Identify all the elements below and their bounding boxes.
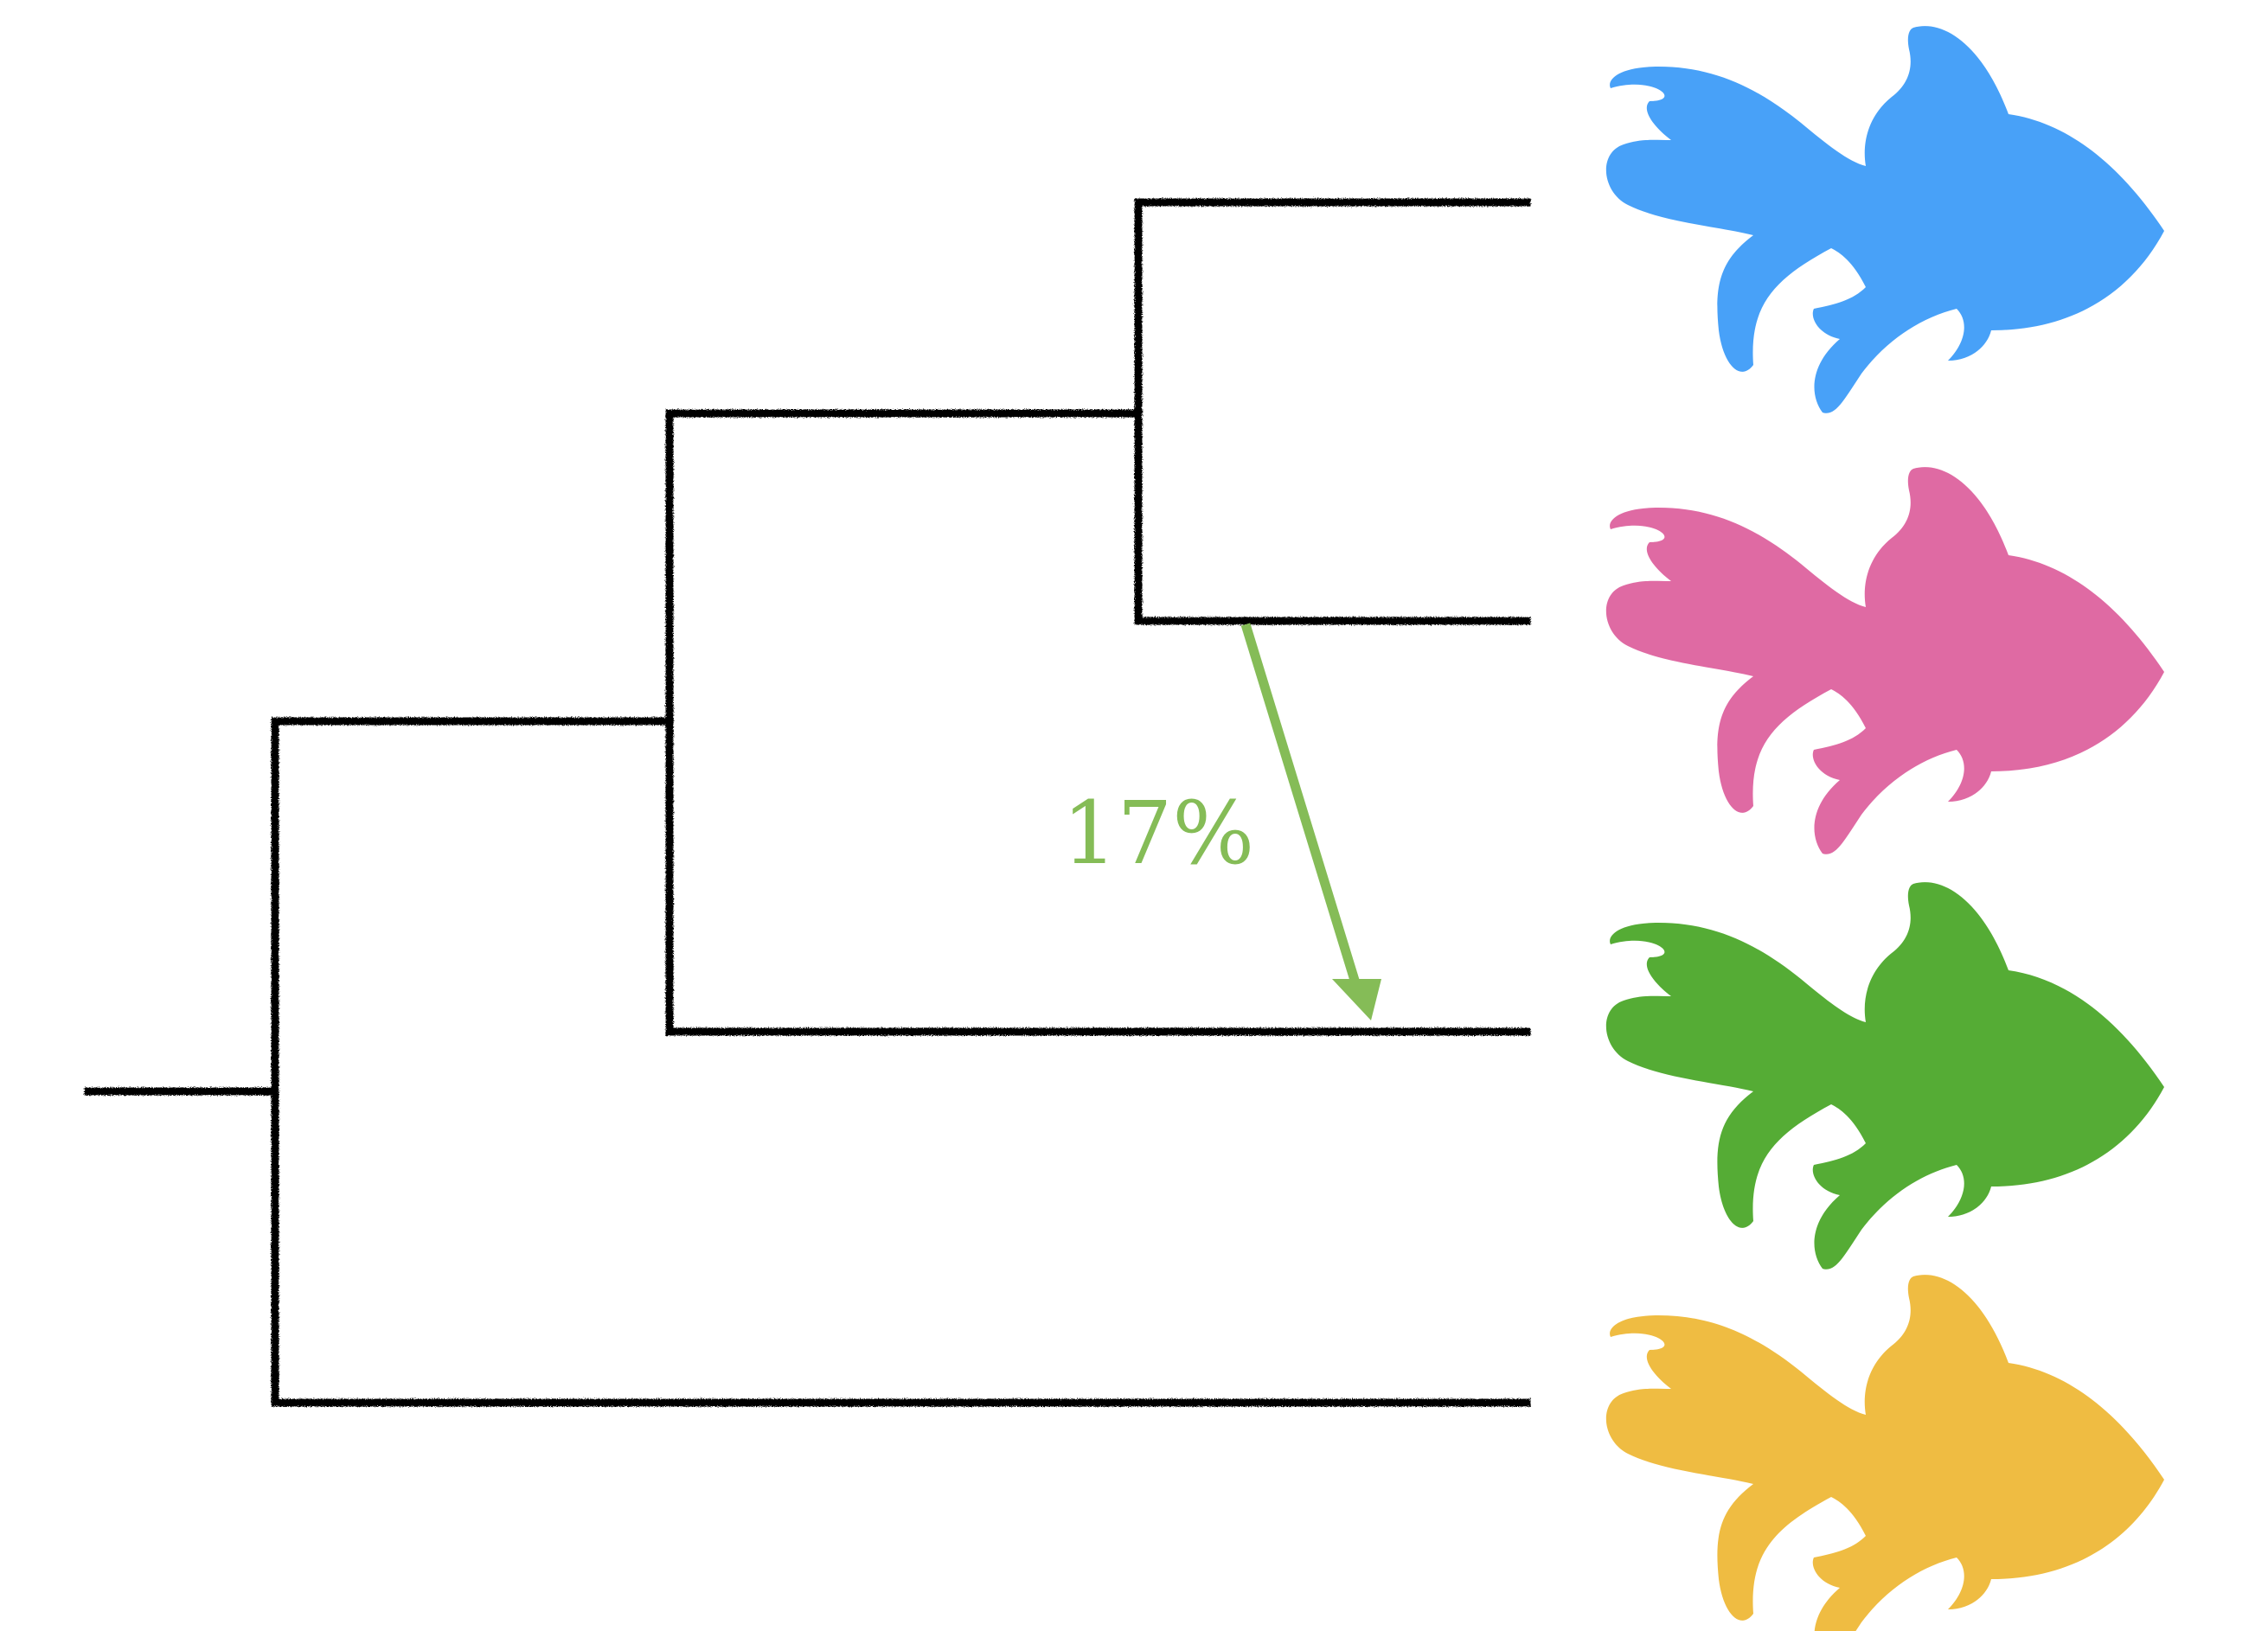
fish-icon-yellow <box>1605 1275 2164 1631</box>
migration-percentage-label: 17% <box>1062 783 1254 884</box>
species-icons <box>1605 26 2164 1631</box>
tree-branches <box>84 198 1531 1407</box>
fish-icon-pink <box>1605 467 2164 854</box>
arrow-head-icon <box>1332 979 1381 1020</box>
migration-arrow <box>1240 623 1361 988</box>
migration-arrow-group: 17% <box>1062 623 1381 1020</box>
fish-icon-green <box>1605 882 2164 1270</box>
fish-icon-blue <box>1605 26 2164 413</box>
